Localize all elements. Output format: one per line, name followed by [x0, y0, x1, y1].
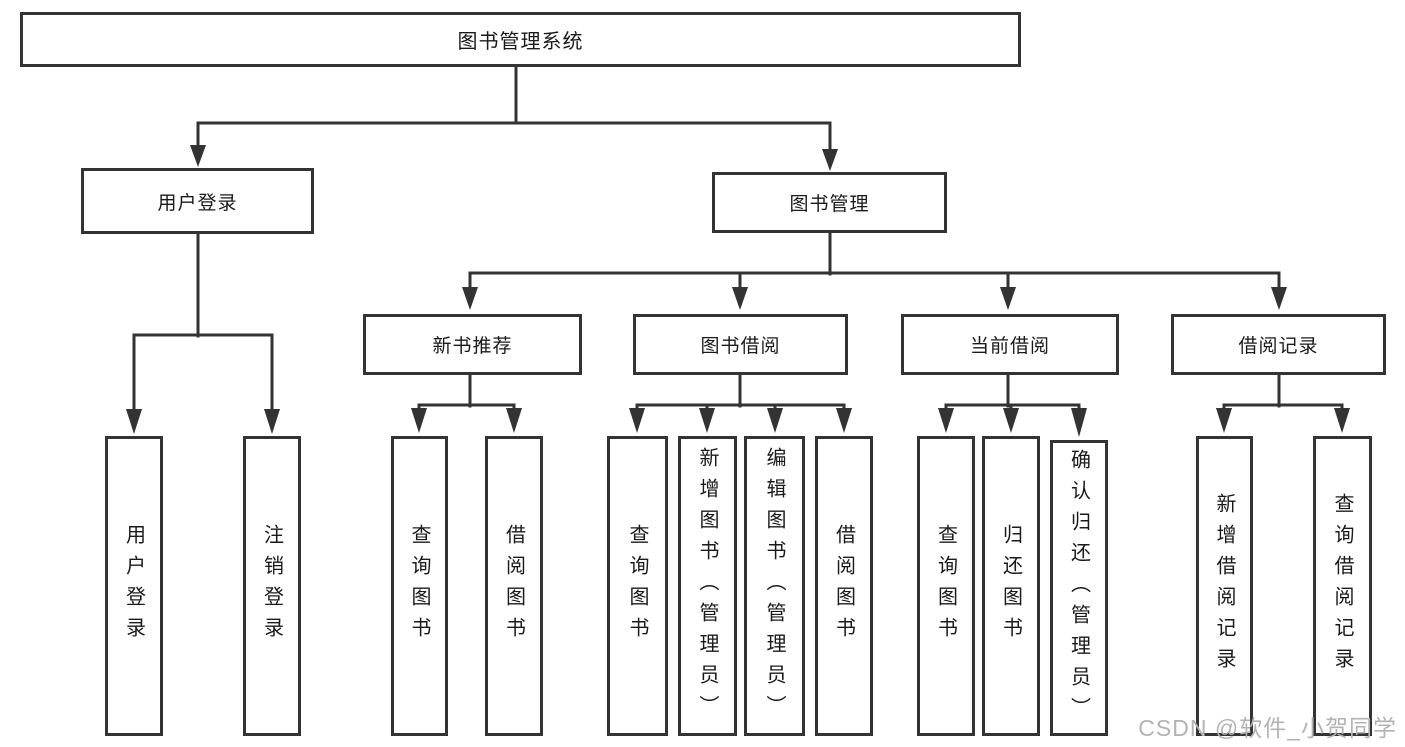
leaf-return-books: 归还图书 [982, 436, 1040, 736]
connector-user-login-branch [126, 232, 280, 434]
node-current-borrow: 当前借阅 [901, 314, 1119, 375]
node-label: 当前借阅 [969, 336, 1050, 357]
leaf-borrow-books-recommend: 借阅图书 [485, 436, 543, 736]
connector-borrow-records-branch [1216, 373, 1350, 433]
leaf-logout: 注销登录 [243, 436, 301, 736]
leaf-borrow-books: 借阅图书 [815, 436, 873, 736]
node-label: 借阅图书 [832, 524, 855, 648]
leaf-query-books-recommend: 查询图书 [391, 436, 448, 736]
node-label: 归还图书 [999, 524, 1022, 648]
leaf-confirm-return-admin: 确认归还（管理员） [1050, 440, 1108, 736]
node-label: 图书管理 [789, 194, 870, 215]
node-book-management: 图书管理 [712, 172, 947, 233]
node-label: 确认归还（管理员） [1067, 448, 1090, 728]
node-label: 图书管理系统 [457, 31, 584, 53]
node-label: 用户登录 [122, 524, 145, 648]
node-new-book-recommend: 新书推荐 [363, 314, 582, 375]
leaf-add-borrow-record: 新增借阅记录 [1196, 436, 1253, 736]
node-label: 查询图书 [934, 524, 957, 648]
node-label: 借阅记录 [1238, 336, 1319, 357]
node-label: 用户登录 [157, 192, 238, 214]
leaf-edit-books-admin: 编辑图书（管理员） [744, 436, 805, 736]
connector-book-management-to-level3 [462, 231, 1287, 310]
leaf-query-books-borrow: 查询图书 [607, 436, 668, 736]
node-book-borrow: 图书借阅 [633, 314, 848, 375]
connector-root-to-level2 [190, 65, 838, 171]
node-label: 图书借阅 [700, 336, 781, 357]
node-label: 注销登录 [260, 524, 283, 648]
node-label: 查询图书 [626, 524, 648, 648]
connector-book-borrow-branch [629, 373, 852, 433]
leaf-query-borrow-record: 查询借阅记录 [1313, 436, 1372, 736]
connector-new-book-recommend-branch [411, 373, 522, 433]
node-label: 新增借阅记录 [1213, 493, 1235, 679]
node-borrow-records: 借阅记录 [1171, 314, 1386, 375]
node-label: 查询借阅记录 [1331, 493, 1353, 679]
node-label: 新增图书（管理员） [696, 446, 718, 726]
node-library-management-system: 图书管理系统 [20, 12, 1021, 67]
node-label: 查询图书 [408, 524, 430, 648]
leaf-add-books-admin: 新增图书（管理员） [678, 436, 737, 736]
node-label: 编辑图书（管理员） [763, 446, 785, 726]
leaf-query-books-current: 查询图书 [917, 436, 975, 736]
connector-current-borrow-branch [938, 373, 1087, 437]
node-label: 借阅图书 [502, 524, 525, 648]
node-label: 新书推荐 [432, 336, 513, 357]
leaf-user-login: 用户登录 [105, 436, 163, 736]
node-user-login: 用户登录 [81, 168, 314, 234]
